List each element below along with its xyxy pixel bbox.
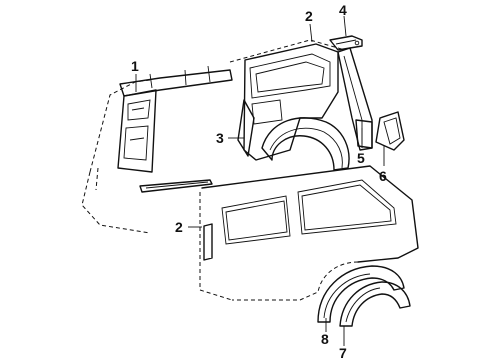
callout-2-lower: 2 (175, 219, 183, 235)
callout-6: 6 (379, 168, 387, 184)
callout-3: 3 (216, 130, 224, 146)
callout-1: 1 (131, 58, 139, 74)
rear-pillar-upper (337, 47, 373, 151)
gusset-part-6 (375, 111, 405, 151)
bracket-part-4 (329, 35, 363, 51)
wheelhouse-inner-structure (229, 39, 350, 171)
callout-labels: 1 2 4 3 5 6 2 8 7 (131, 2, 387, 360)
wheel-arch-liners (317, 265, 411, 327)
callout-2-upper: 2 (305, 8, 313, 24)
inner-quarter-panel (81, 65, 233, 234)
callout-7: 7 (339, 345, 347, 360)
callout-4: 4 (339, 2, 347, 18)
leader-lines (135, 15, 385, 346)
outer-body-side (199, 165, 419, 301)
callout-5: 5 (357, 150, 365, 166)
callout-8: 8 (321, 331, 329, 347)
